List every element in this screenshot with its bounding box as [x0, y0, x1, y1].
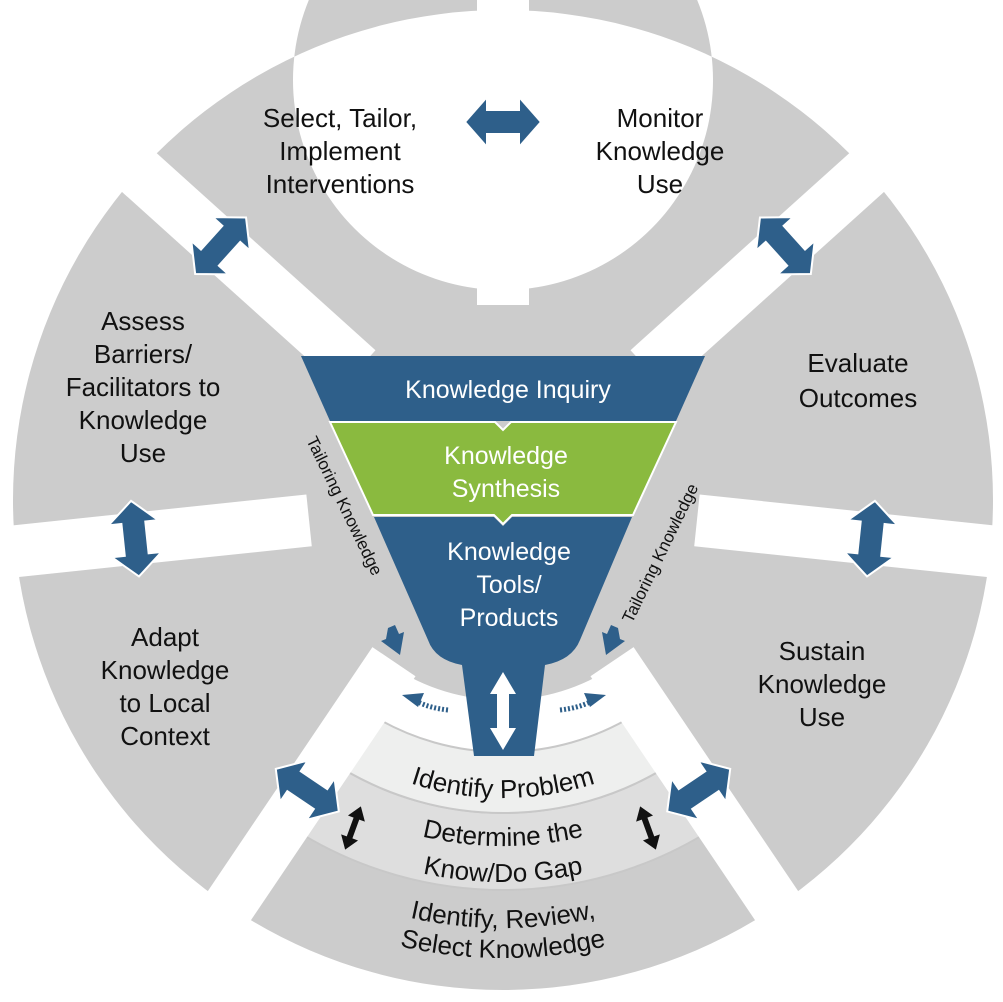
funnel-tools-label-2: Tools/	[476, 571, 541, 599]
segment-select-tailor-implement: Select, Tailor, Implement Interventions	[263, 103, 417, 199]
segment-label: Outcomes	[799, 383, 918, 413]
segment-label: Evaluate	[807, 348, 908, 378]
segment-label: Assess	[101, 306, 185, 336]
funnel-inquiry-label: Knowledge Inquiry	[405, 376, 611, 404]
funnel-synthesis-label-1: Knowledge	[444, 442, 568, 470]
funnel-tools-label-3: Products	[460, 604, 559, 632]
segment-gap	[477, 0, 529, 305]
funnel-synthesis	[328, 421, 678, 526]
segment-adapt-knowledge: Adapt Knowledge to Local Context	[101, 622, 230, 751]
segment-label: Use	[120, 438, 166, 468]
double-arrow-icon	[463, 94, 543, 150]
segment-label: Sustain	[779, 636, 866, 666]
segment-label: Knowledge	[596, 136, 725, 166]
segment-gap	[0, 494, 312, 579]
segment-label: Interventions	[266, 169, 415, 199]
segment-sustain-knowledge-use: Sustain Knowledge Use	[758, 636, 887, 732]
vertical-double-arrow-icon	[490, 672, 516, 750]
double-arrow-icon	[105, 499, 165, 578]
funnel-inquiry	[301, 356, 705, 421]
segment-label: to Local	[119, 688, 210, 718]
double-arrow-icon	[190, 216, 252, 276]
funnel-tools-label-1: Knowledge	[447, 538, 571, 566]
band-identify-review-select	[250, 834, 756, 990]
funnel: Knowledge Inquiry Knowledge Synthesis Kn…	[301, 356, 705, 756]
segment-label: Facilitators to	[66, 372, 221, 402]
segment-label: Barriers/	[94, 339, 193, 369]
segment-label: Use	[637, 169, 683, 199]
black-double-arrow-icon	[636, 806, 660, 850]
segment-label: Monitor	[617, 103, 704, 133]
segment-label: Use	[799, 702, 845, 732]
segment-label: Select, Tailor,	[263, 103, 417, 133]
double-arrow-icon	[841, 499, 901, 578]
dotted-curved-arrow-icon	[559, 693, 606, 713]
segment-assess-barriers: Assess Barriers/ Facilitators to Knowled…	[66, 306, 221, 468]
segment-label: Knowledge	[101, 655, 230, 685]
black-double-arrow-icon	[341, 806, 365, 850]
double-arrow-icon	[754, 216, 816, 276]
down-arrow-icon	[381, 625, 404, 655]
down-arrow-icon	[602, 625, 625, 655]
segment-label: Knowledge	[758, 669, 887, 699]
double-arrow-icon	[666, 758, 732, 822]
segment-monitor-knowledge-use: Monitor Knowledge Use	[596, 103, 725, 199]
segment-label: Implement	[279, 136, 401, 166]
segment-label: Context	[120, 721, 210, 751]
funnel-tools	[374, 517, 632, 756]
segment-gap	[630, 142, 896, 389]
segment-gap	[694, 494, 1003, 579]
double-arrow-icon	[274, 758, 340, 822]
dotted-curved-arrow-icon	[402, 693, 449, 713]
funnel-synthesis-label-2: Synthesis	[452, 475, 560, 503]
segment-gap	[110, 142, 376, 389]
segment-evaluate-outcomes: Evaluate Outcomes	[799, 348, 918, 413]
segment-label: Knowledge	[79, 405, 208, 435]
segment-label: Adapt	[131, 622, 200, 652]
